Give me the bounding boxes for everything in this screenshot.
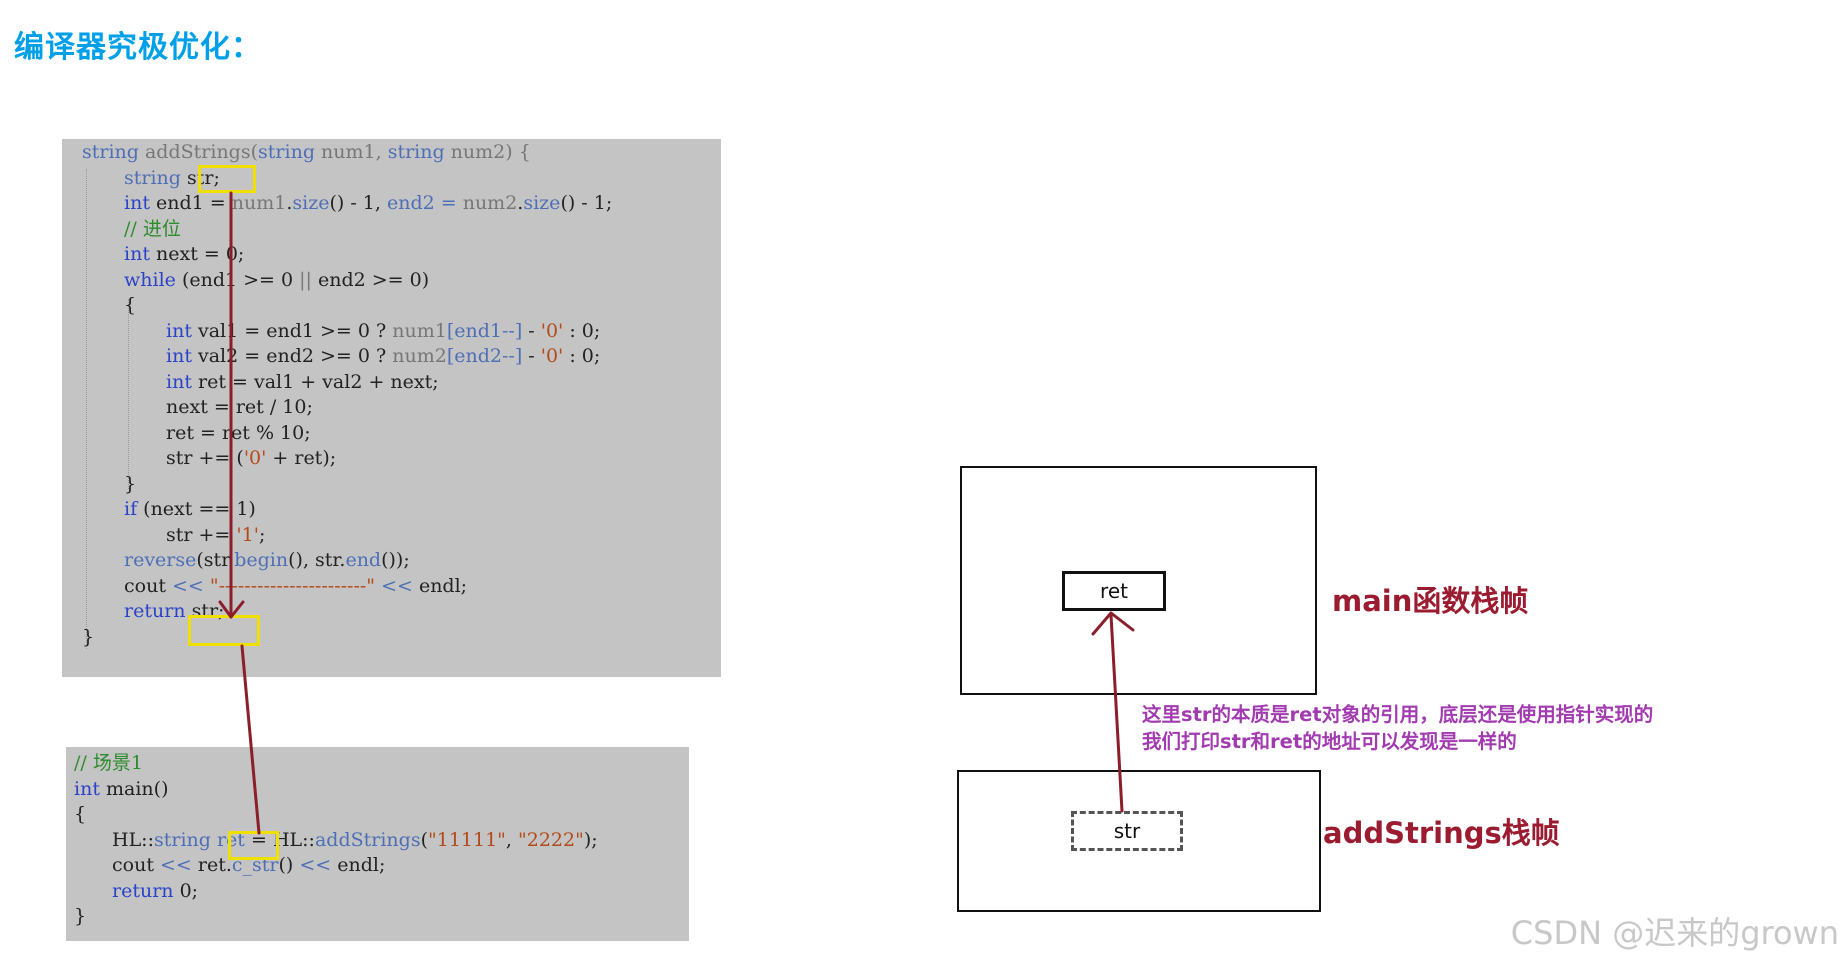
- addstrings-frame-label: addStrings栈帧: [1323, 816, 1560, 850]
- code-line: int main(): [74, 777, 169, 800]
- code-line: // 进位: [124, 217, 181, 240]
- code-line: }: [74, 905, 87, 927]
- code-line: reverse(str.begin(), str.end());: [124, 549, 410, 571]
- code-line: return 0;: [112, 879, 199, 902]
- ret-variable-box: ret: [1062, 571, 1166, 611]
- code-line: }: [124, 472, 137, 495]
- page-title: 编译器究极优化：: [14, 30, 262, 65]
- str-variable-label: str: [1113, 819, 1141, 843]
- main-frame-label: main函数栈帧: [1332, 584, 1529, 618]
- code-line: int ret = val1 + val2 + next;: [166, 370, 439, 393]
- code-line: string addStrings(string num1, string nu…: [82, 141, 531, 163]
- code-line: ret = ret % 10;: [166, 421, 311, 444]
- str-variable-box: str: [1071, 811, 1183, 851]
- str-to-ret-reference-arrow-head: [1091, 611, 1135, 636]
- code-line: {: [124, 294, 137, 316]
- code-line: string str;: [124, 166, 220, 189]
- highlight-ret-variable: [228, 831, 279, 860]
- reference-note: 这里str的本质是ret对象的引用，底层还是使用指针实现的 我们打印str和re…: [1142, 701, 1653, 755]
- ret-variable-label: ret: [1100, 579, 1128, 603]
- reference-note-line-1: 这里str的本质是ret对象的引用，底层还是使用指针实现的: [1142, 703, 1654, 726]
- csdn-watermark: CSDN @迟来的grown: [1510, 914, 1839, 952]
- code-panel-addstrings: string addStrings(string num1, string nu…: [62, 139, 721, 677]
- code-line: str += '1';: [166, 523, 266, 546]
- main-stack-frame: [960, 466, 1317, 695]
- code-line: while (end1 >= 0 || end2 >= 0): [124, 268, 430, 291]
- code-line: // 场景1: [74, 752, 143, 774]
- code-line: {: [74, 803, 87, 825]
- code-line: int val2 = end2 >= 0 ? num2[end2--] - '0…: [166, 345, 601, 367]
- return-to-ret-arrow: [240, 644, 261, 835]
- code-line: int val1 = end1 >= 0 ? num1[end1--] - '0…: [166, 319, 601, 342]
- code-line: next = ret / 10;: [166, 396, 313, 418]
- code-line: HL::string ret = HL::addStrings("11111",…: [112, 828, 598, 851]
- addstrings-stack-frame: [957, 770, 1321, 912]
- code-line: if (next == 1): [124, 498, 256, 520]
- code-line: int end1 = num1.size() - 1, end2 = num2.…: [124, 192, 613, 214]
- code-line: }: [82, 625, 95, 648]
- reference-note-line-2: 我们打印str和ret的地址可以发现是一样的: [1142, 730, 1517, 753]
- str-to-return-arrow-head: [218, 600, 245, 619]
- highlight-return-str: [188, 615, 260, 646]
- code-line: str += ('0' + ret);: [166, 447, 337, 469]
- code-line: cout << "-----------------------" << end…: [124, 574, 468, 597]
- highlight-str-declaration: [198, 165, 256, 193]
- str-to-ret-reference-arrow: [1109, 613, 1124, 813]
